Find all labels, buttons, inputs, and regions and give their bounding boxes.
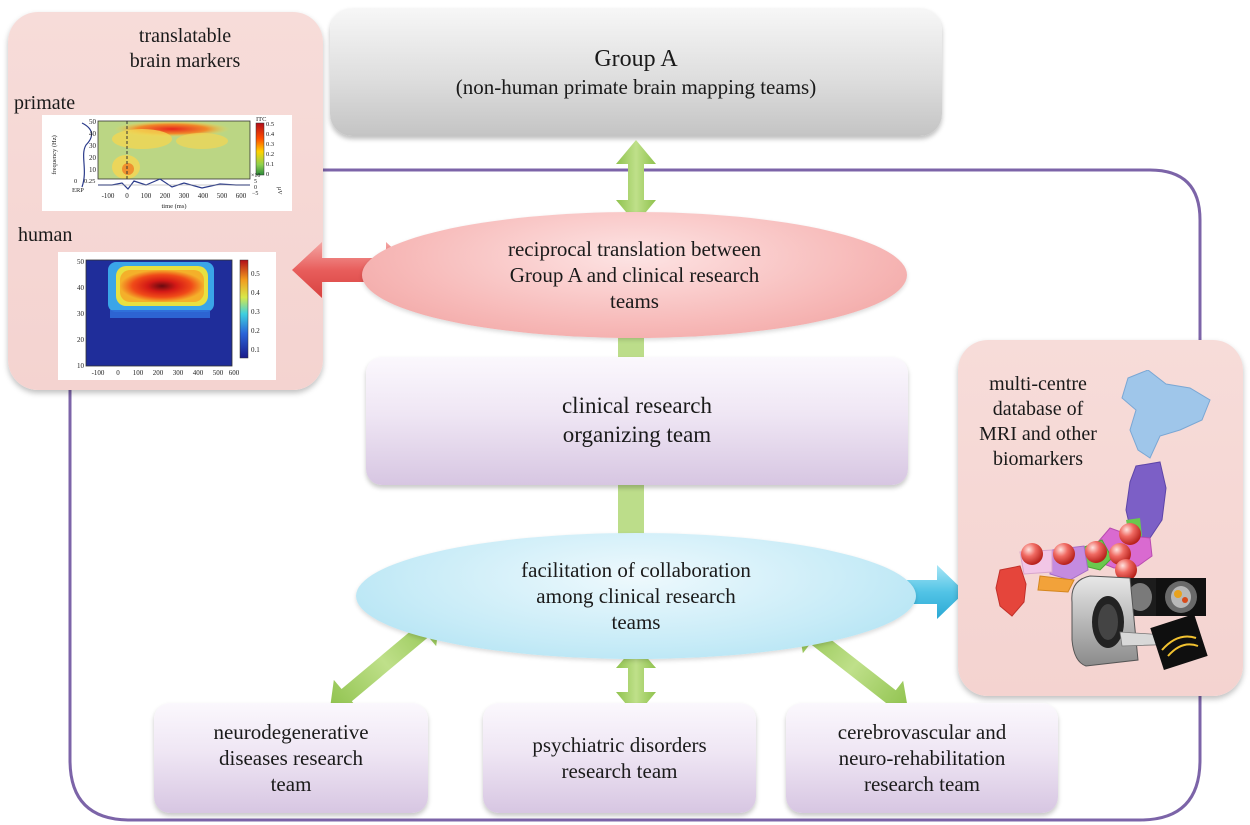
brain-markers-title-line2: brain markers — [129, 50, 241, 72]
primate-y-tick: 10 — [89, 166, 97, 174]
human-y-tick: 40 — [77, 284, 85, 292]
team-line2: diseases research — [218, 745, 363, 770]
database-line2: database of — [992, 398, 1084, 420]
primate-x-tick: 200 — [160, 192, 171, 200]
facilitation-line3: teams — [611, 610, 661, 635]
primate-label: primate — [14, 92, 76, 114]
human-x-tick: 600 — [229, 369, 240, 377]
primate-colorbar-title: ITC — [256, 116, 266, 123]
primate-x-tick: 600 — [236, 192, 247, 200]
human-colorbar-tick: 0.2 — [251, 327, 260, 335]
site-marker — [1115, 559, 1137, 581]
organizing-line1: clinical research — [561, 393, 713, 419]
team-line2: neuro-rehabilitation — [838, 745, 1006, 770]
primate-y-tick: 30 — [89, 142, 97, 150]
primate-x-tick: 300 — [179, 192, 190, 200]
human-x-tick: 100 — [133, 369, 144, 377]
brain-markers-title: translatable brain markers — [100, 24, 270, 74]
primate-erp-label: ERP — [72, 187, 84, 194]
primate-x-tick: 500 — [217, 192, 228, 200]
human-x-tick: 400 — [193, 369, 204, 377]
primate-colorbar-tick: 0.3 — [266, 141, 274, 148]
human-y-tick: 20 — [77, 336, 85, 344]
reciprocal-line3: teams — [610, 289, 659, 314]
site-marker — [1085, 541, 1107, 563]
organizing-team-box: clinical research organizing team — [366, 357, 908, 485]
brain-markers-title-line1: translatable — [138, 25, 232, 47]
primate-x-tick: -100 — [102, 192, 115, 200]
primate-colorbar-tick: 0.1 — [266, 161, 274, 168]
primate-x-tick: 100 — [141, 192, 152, 200]
organizing-line2: organizing team — [562, 422, 712, 447]
hokkaido-region — [1121, 370, 1211, 459]
team-line2: research team — [561, 759, 678, 783]
primate-erp-side-tick: 0 — [74, 178, 77, 185]
human-colorbar-tick: 0.4 — [251, 289, 260, 297]
primate-y-tick: 50 — [89, 118, 97, 126]
human-y-tick: 10 — [77, 362, 85, 370]
japan-mri-illustration — [995, 370, 1211, 671]
database-line3: MRI and other — [979, 423, 1097, 445]
primate-y-tick: 20 — [89, 154, 97, 162]
human-y-tick: 50 — [77, 258, 85, 266]
human-x-tick: -100 — [92, 369, 105, 377]
primate-itc-plot: 50 40 30 20 10 frequency (Hz) 0 0.25 ERP… — [42, 115, 292, 211]
human-colorbar-tick: 0.5 — [251, 270, 260, 278]
primate-y-tick: 40 — [89, 130, 97, 138]
reciprocal-translation-ellipse: reciprocal translation between Group A a… — [362, 212, 907, 338]
site-marker — [1021, 543, 1043, 565]
human-label: human — [18, 224, 73, 246]
primate-colorbar-tick: 0.5 — [266, 121, 274, 128]
database-line4: biomarkers — [993, 448, 1083, 470]
primate-x-tick: 0 — [125, 192, 129, 200]
human-x-tick: 500 — [213, 369, 224, 377]
database-line1: multi-centre — [989, 373, 1087, 395]
neurodegenerative-team-box: neurodegenerative diseases research team — [154, 703, 428, 813]
primate-erp-tick: 5 — [254, 179, 257, 185]
primate-erp-side-tick: 0.25 — [84, 178, 95, 185]
primate-erp-unit: μV — [276, 187, 282, 195]
database-label: multi-centre database of MRI and other b… — [968, 372, 1108, 472]
human-itc-plot: 50 40 30 20 10 -100 0 100 200 300 400 50… — [58, 252, 276, 380]
facilitation-ellipse: facilitation of collaboration among clin… — [356, 533, 916, 659]
reciprocal-line1: reciprocal translation between — [507, 236, 762, 261]
human-x-tick: 300 — [173, 369, 184, 377]
human-colorbar-tick: 0.3 — [251, 308, 260, 316]
site-marker — [1053, 543, 1075, 565]
primate-erp-tick: −5 — [252, 191, 258, 197]
facilitation-line1: facilitation of collaboration — [521, 557, 751, 582]
kyushu-region — [995, 565, 1027, 617]
group-a-box: Group A (non-human primate brain mapping… — [330, 8, 942, 136]
site-marker — [1119, 523, 1141, 545]
team-line1: neurodegenerative — [213, 719, 369, 744]
psychiatric-team-box: psychiatric disorders research team — [483, 703, 756, 813]
team-line1: psychiatric disorders — [532, 732, 707, 757]
facilitation-line2: among clinical research — [536, 583, 736, 608]
primate-y-label: frequency (Hz) — [51, 135, 58, 175]
team-line3: research team — [863, 772, 980, 797]
primate-colorbar-tick: 0 — [266, 171, 269, 178]
primate-colorbar-tick: 0.4 — [266, 131, 275, 138]
team-line3: team — [270, 772, 312, 797]
primate-erp-tick: 0 — [254, 185, 257, 191]
group-a-title: Group A — [594, 45, 678, 72]
human-colorbar-tick: 0.1 — [251, 346, 260, 354]
primate-x-label: time (ms) — [161, 203, 186, 210]
reciprocal-line2: Group A and clinical research — [509, 262, 760, 287]
cerebrovascular-team-box: cerebrovascular and neuro-rehabilitation… — [786, 703, 1058, 813]
human-x-tick: 200 — [153, 369, 164, 377]
human-y-tick: 30 — [77, 310, 85, 318]
primate-erp-scale: ×10 — [251, 173, 260, 179]
human-x-tick: 0 — [116, 369, 120, 377]
tractography-image — [1150, 613, 1208, 671]
primate-x-tick: 400 — [198, 192, 209, 200]
team-line1: cerebrovascular and — [837, 719, 1007, 744]
primate-colorbar-tick: 0.2 — [266, 151, 274, 158]
group-a-subtitle: (non-human primate brain mapping teams) — [455, 74, 817, 99]
